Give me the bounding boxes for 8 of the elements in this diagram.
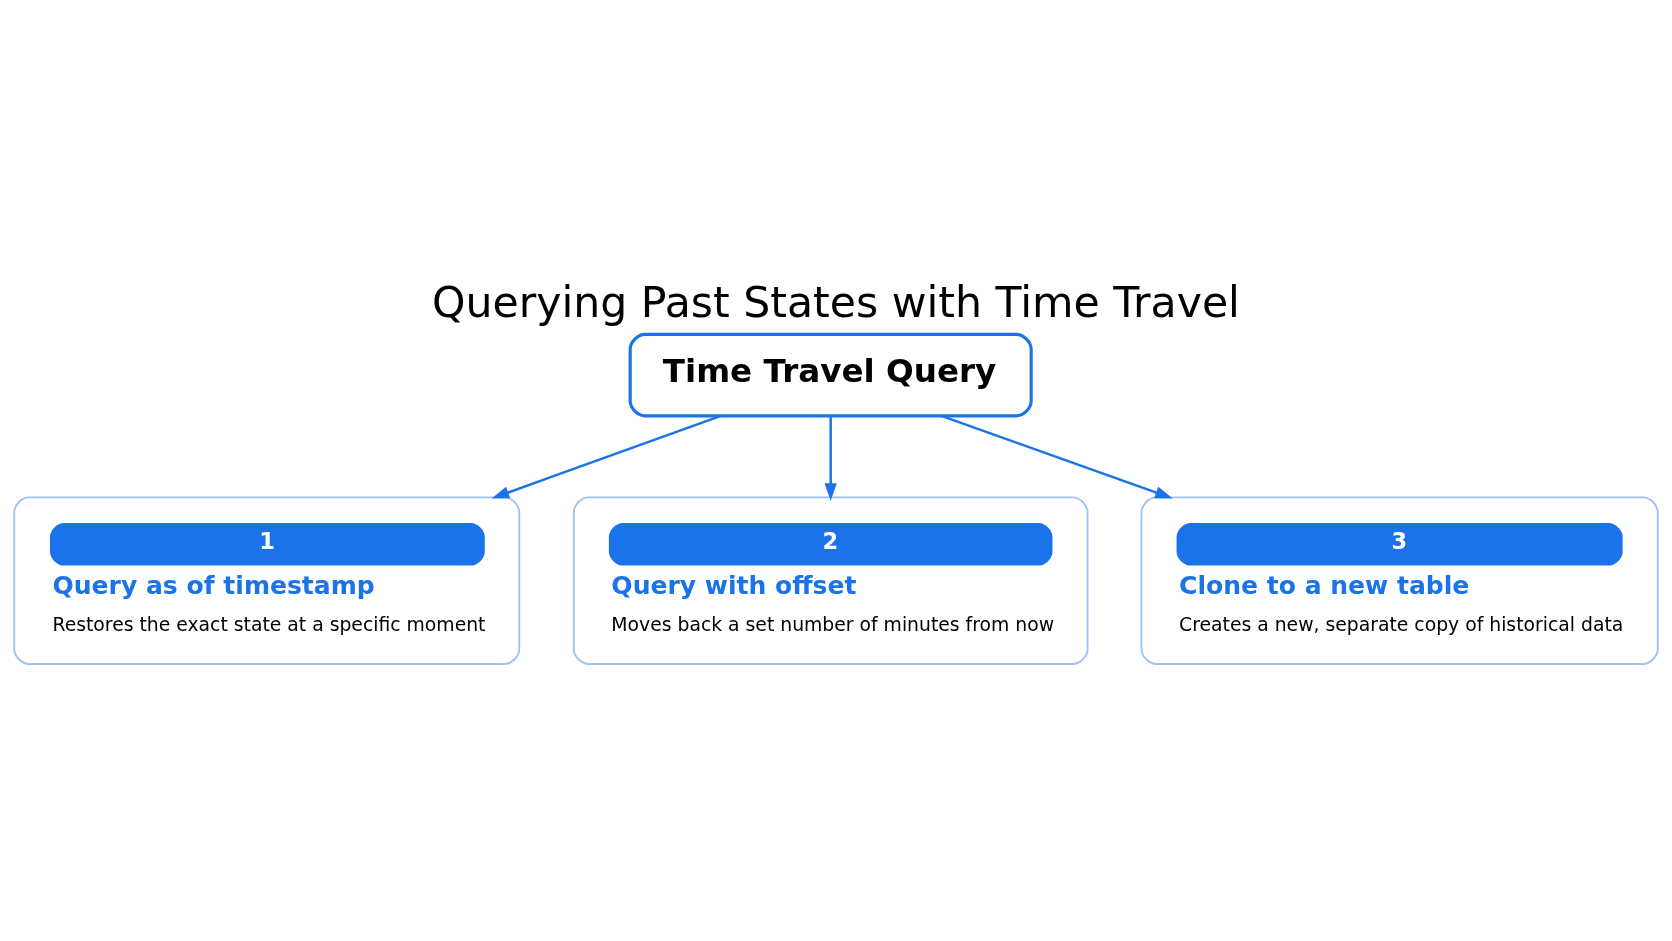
arrow xyxy=(940,414,1173,498)
node-box: 2 Query with offset Moves back a set number of minutes from now xyxy=(572,495,1089,665)
diagram-title: Querying Past States with Time Travel xyxy=(432,276,1240,327)
node-box: Time Travel Query xyxy=(628,332,1033,417)
node-box: 3 Clone to a new table Creates a new, separate copy of historical data xyxy=(1140,495,1659,665)
arrow xyxy=(824,415,837,501)
node-box: 1 Query as of timestamp Restores the exact state at a specific moment xyxy=(13,495,521,665)
arrow xyxy=(491,414,722,498)
